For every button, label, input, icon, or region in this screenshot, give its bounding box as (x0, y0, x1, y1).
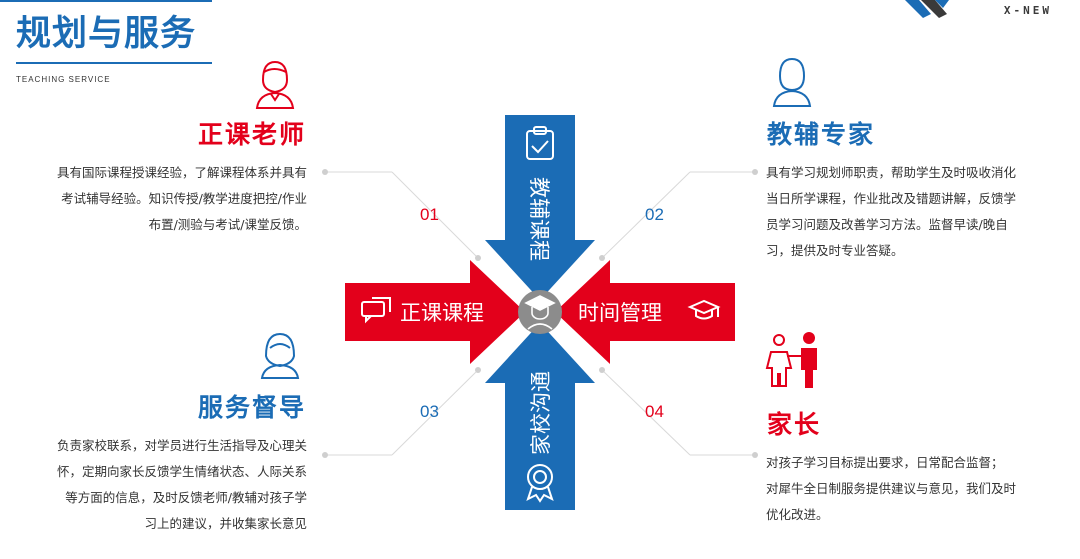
clipboard-check-icon (526, 126, 554, 160)
desc-line: 习上的建议，并收集家长意见 (144, 516, 307, 531)
desc-line: 当日所学课程，作业批改及错题讲解，反馈学 (766, 191, 1017, 206)
role-name-supervisor: 服务督导 (197, 393, 306, 422)
title-underline (16, 62, 212, 64)
supervisor-icon (260, 332, 300, 379)
role-desc-supervisor: 负责家校联系，对学员进行生活指导及心理关 怀，定期向家长反馈学生情绪状态、人际关… (0, 433, 307, 537)
logo-text: X-NEW (1003, 4, 1052, 17)
desc-line: 考试辅导经验。知识传授/教学进度把控/作业 (61, 191, 307, 206)
desc-line: 习，提供及时专业答疑。 (766, 243, 904, 258)
desc-line: 负责家校联系，对学员进行生活指导及心理关 (56, 438, 307, 453)
role-desc-parent: 对孩子学习目标提出要求，日常配合监督； 对犀牛全日制服务提供建议与意见，我们及时… (766, 450, 1066, 528)
role-name-teacher: 正课老师 (197, 120, 306, 149)
badge-star-icon (526, 464, 554, 503)
desc-line: 优化改进。 (766, 507, 829, 522)
number-03: 03 (420, 402, 439, 421)
parent-child-icon (765, 332, 817, 388)
page-subtitle: TEACHING SERVICE (16, 75, 111, 84)
desc-line: 具有学习规划师职责，帮助学生及时吸收消化 (766, 165, 1017, 180)
arrow-cross-diagram: 教辅课程 家校沟通 正课课程 时间管理 (345, 115, 735, 510)
desc-line: 对孩子学习目标提出要求，日常配合监督； (766, 455, 1004, 470)
role-desc-expert: 具有学习规划师职责，帮助学生及时吸收消化 当日所学课程，作业批改及错题讲解，反馈… (766, 160, 1066, 264)
number-01: 01 (420, 205, 439, 224)
role-name-expert: 教辅专家 (767, 120, 876, 149)
desc-line: 具有国际课程授课经验，了解课程体系并具有 (56, 165, 307, 180)
arrow-right (555, 260, 735, 364)
desc-line: 等方面的信息，及时反馈老师/教辅对孩子学 (65, 490, 307, 505)
desc-line: 员学习问题及改善学习方法。监督早读/晚自 (766, 217, 1008, 232)
chat-bubbles-icon (361, 297, 391, 324)
graduation-cap-icon (687, 299, 721, 320)
teacher-icon (255, 60, 295, 109)
expert-icon (772, 57, 812, 107)
title-top-rule (0, 0, 212, 2)
page-title: 规划与服务 (16, 14, 197, 54)
role-desc-teacher: 具有国际课程授课经验，了解课程体系并具有 考试辅导经验。知识传授/教学进度把控/… (0, 160, 307, 238)
desc-line: 对犀牛全日制服务提供建议与意见，我们及时 (766, 481, 1017, 496)
desc-line: 怀，定期向家长反馈学生情绪状态、人际关系 (56, 464, 307, 479)
arrow-label-left: 正课课程 (400, 301, 484, 325)
arrow-left (345, 260, 525, 364)
desc-line: 布置/测验与考试/课堂反馈。 (148, 217, 307, 232)
arrow-label-bottom: 家校沟通 (529, 371, 553, 455)
role-name-parent: 家长 (767, 410, 822, 439)
arrow-top (485, 115, 595, 300)
arrow-label-top: 教辅课程 (527, 177, 551, 261)
xnew-logo-icon (905, 0, 949, 18)
arrow-label-right: 时间管理 (578, 301, 662, 325)
arrow-bottom (485, 323, 595, 510)
number-02: 02 (645, 205, 664, 224)
number-04: 04 (645, 402, 664, 421)
